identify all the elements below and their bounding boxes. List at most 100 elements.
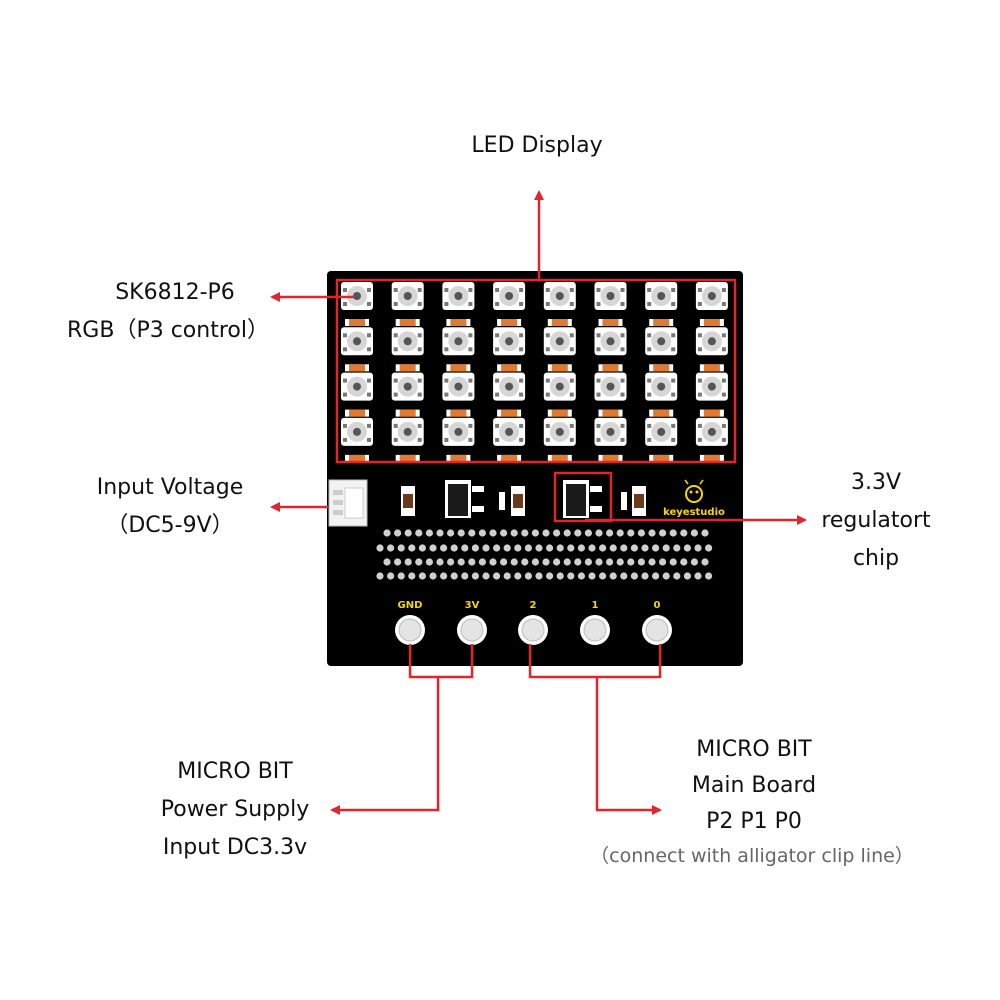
header-hole [468,558,476,566]
led-resistor [699,409,724,417]
header-hole [669,558,677,566]
pin-2: 2 [518,600,548,645]
bracket-power [408,644,474,679]
rgb-led [543,417,576,446]
header-hole [387,572,395,580]
rgb-led [695,327,728,356]
header-hole [521,529,529,537]
led-resistor [497,364,522,372]
led-resistor [547,454,572,462]
regulator-chip [563,480,602,518]
header-hole [553,529,561,537]
led-resistor [395,409,420,417]
header-hole [471,544,479,552]
rgb-led [543,372,576,401]
header-hole [680,558,688,566]
label-regulator-line2: regulatort [821,508,931,533]
header-hole [659,529,667,537]
header-hole [531,558,540,566]
header-hole [535,544,543,552]
label-main-line3: P2 P1 P0 [706,809,802,834]
annotations [270,190,807,815]
led-resistor [547,364,572,372]
header-hole [440,544,448,552]
header-hole [482,572,490,580]
led-resistor [395,364,420,372]
header-hole [577,544,586,552]
rgb-led [493,417,526,446]
header-hole [620,544,628,552]
header-hole [574,558,582,566]
header-hole [493,544,501,552]
rgb-led [391,372,424,401]
header-hole [425,558,433,566]
header-hole [694,544,702,552]
led-resistor [598,364,623,372]
header-hole [376,572,384,580]
rgb-led [543,282,576,310]
rgb-led [543,327,576,356]
header-hole [690,529,699,537]
rgb-led [594,282,627,310]
led-resistor [345,409,369,417]
header-hole [394,529,402,537]
label-main-note: （connect with alligator clip line） [590,845,914,867]
led-resistor [446,319,471,326]
header-hole [397,544,405,552]
rgb-led [493,327,526,356]
header-hole [436,558,444,566]
header-hole [641,572,649,580]
header-hole [627,529,635,537]
rgb-led [391,282,424,310]
led-resistor [497,409,522,417]
header-hole [503,544,511,552]
header-hole [584,558,593,566]
header-hole [705,572,713,580]
rgb-led [442,282,475,310]
header-hole [630,572,639,580]
header-hole [510,529,518,537]
header-hole [648,529,656,537]
header-hole [637,529,646,537]
header-hole [637,558,646,566]
header-hole [563,558,571,566]
rgb-led [594,327,627,356]
header-hole [376,544,384,552]
capacitor-mid [499,486,525,516]
led-resistor [598,409,623,417]
led-resistor [497,319,522,326]
header-hole [471,572,479,580]
header-hole [595,529,603,537]
label-regulator-line1: 3.3V [851,470,901,495]
led-resistor [699,319,724,326]
brand-text: keyestudio [663,507,725,518]
header-hole [595,558,603,566]
pin-label: GND [398,600,423,611]
led-resistor [649,364,674,372]
header-hole [408,544,416,552]
led-resistor [699,454,724,462]
rgb-led [695,282,728,310]
pin-label: 1 [592,600,599,611]
led-resistor [446,364,471,372]
header-hole [450,544,458,552]
header-hole [599,544,607,552]
header-hole [701,529,709,537]
header-hole [531,529,540,537]
led-resistor [598,319,623,326]
header-hole [690,558,699,566]
header-hole [418,572,426,580]
header-hole [652,544,660,552]
rgb-led [594,372,627,401]
led-resistor [395,454,420,462]
header-hole [609,544,617,552]
label-power-line3: Input DC3.3v [163,835,307,860]
header-hole [567,572,575,580]
header-hole [521,558,529,566]
header-hole [542,558,550,566]
header-hole [500,529,508,537]
header-hole [652,572,660,580]
keyestudio-logo: keyestudio [663,479,725,518]
header-hole [588,544,596,552]
